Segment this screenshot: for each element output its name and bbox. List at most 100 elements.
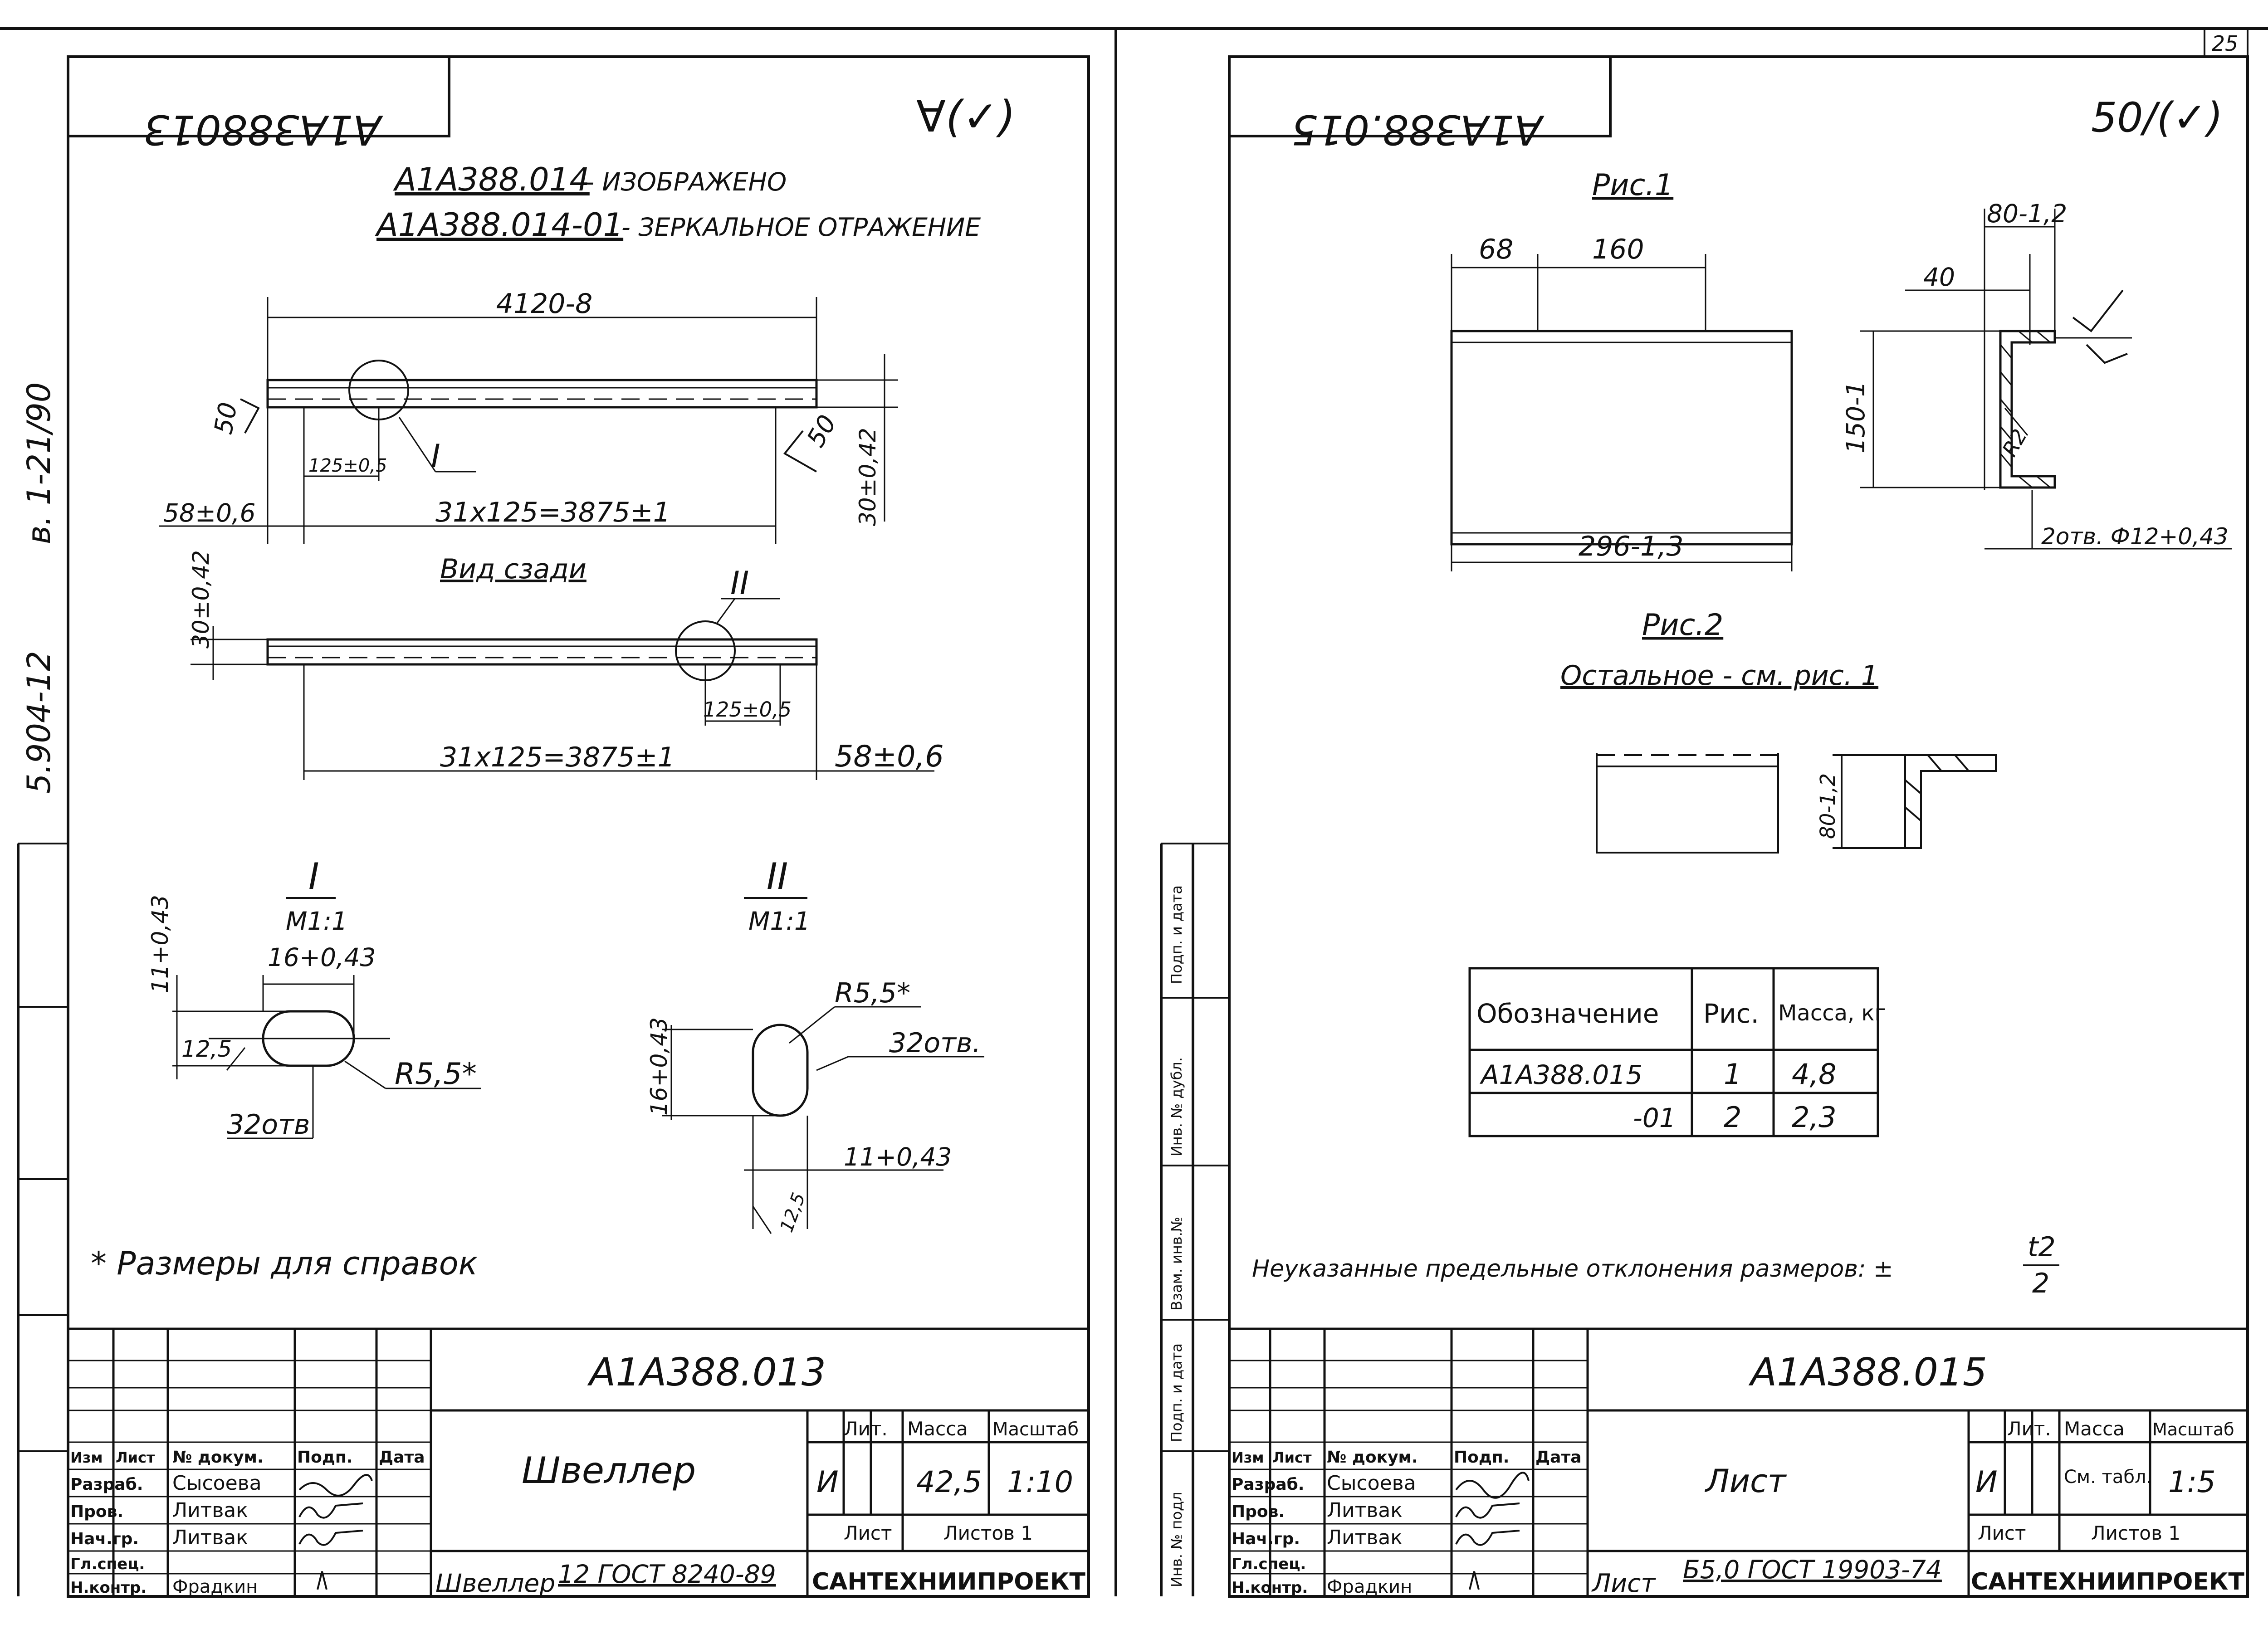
detail2-d1: 16+0,43 (646, 1017, 672, 1116)
left-tb-col-izm: Изм (70, 1449, 103, 1466)
dim-rough50b: 50 (801, 410, 842, 452)
right-tb-sheet-h: Лист (1978, 1522, 2026, 1544)
dim-w40: 40 (1923, 263, 1955, 292)
left-tb-lit-h: Лит. (844, 1418, 888, 1440)
right-note: Неуказанные предельные отклонения размер… (1252, 1255, 1893, 1283)
sheet-plan-view (1450, 254, 1793, 571)
detail2-scale: М1:1 (748, 907, 810, 936)
right-tb-material-prefix: Лист (1591, 1569, 1656, 1598)
left-tb-person-1: Литвак (172, 1499, 248, 1522)
fig2-label: Рис.2 (1642, 608, 1723, 642)
margin-label-5: Инв. № подл (1168, 1492, 1185, 1587)
dim-end: 58±0,6 (163, 498, 256, 527)
right-note-num: t2 (2028, 1231, 2056, 1263)
left-title-code-1: A1A388.014 (393, 161, 590, 198)
dim-pitch2: 125±0,5 (703, 697, 792, 722)
detail1-scale: М1:1 (286, 907, 347, 936)
detail1-slot (172, 975, 481, 1139)
left-tb-role-4: Н.контр. (70, 1579, 147, 1597)
detail1-mark: I (308, 855, 319, 897)
right-tb-org: САНТЕХНИИПРОЕКТ (1971, 1568, 2244, 1595)
detail2-d2: 11+0,43 (844, 1142, 952, 1171)
margin-label-2: Инв. № дубл. (1168, 1057, 1185, 1156)
left-title-text-2: - ЗЕРКАЛЬНОЕ ОТРАЖЕНИЕ (621, 213, 981, 242)
right-tb-col-izm: Изм (1232, 1449, 1264, 1466)
sheet-number: 25 (2212, 31, 2239, 56)
left-title-block (68, 1327, 1089, 1596)
dim-end2: 58±0,6 (835, 740, 944, 774)
dim-chain: 31x125=3875±1 (435, 497, 670, 528)
table-header-fig: Рис. (1703, 998, 1759, 1029)
right-tb-person-1: Литвак (1327, 1499, 1403, 1522)
right-tb-col-date: Дата (1535, 1448, 1582, 1467)
dim-w80: 80-1,2 (1987, 199, 2067, 228)
dim-h: 150-1 (1841, 381, 1870, 454)
left-tb-signatures (298, 1474, 373, 1590)
left-mirrored-code: A1A388013 (143, 106, 383, 153)
left-tb-person-4: Фрадкин (172, 1576, 258, 1597)
left-tb-sheets-h: Листов 1 (943, 1522, 1033, 1544)
left-tb-mass: 42,5 (916, 1465, 982, 1499)
left-note: * Размеры для справок (91, 1245, 478, 1282)
channel-rear-view (191, 598, 934, 780)
right-roughness-sign: 50/(✓) (2091, 94, 2223, 141)
fig1-label: Рис.1 (1592, 168, 1673, 202)
left-tb-col-doc: № докум. (172, 1448, 264, 1467)
mark-2: II (730, 565, 749, 602)
dim-a68: 68 (1479, 234, 1513, 265)
table-header-mass: Масса, кг (1778, 1000, 1886, 1026)
margin-label-3: Взам. инв.№ (1168, 1217, 1185, 1311)
right-tb-col-sign: Подп. (1454, 1448, 1509, 1467)
dim-height: 30±0,42 (855, 428, 881, 526)
right-note-den: 2 (2032, 1268, 2049, 1299)
detail2-holes: 32отв. (889, 1027, 981, 1059)
dim-len: 296-1,3 (1579, 531, 1684, 562)
detail2-d3: 12,5 (776, 1190, 810, 1235)
left-tb-scale-h: Масштаб (992, 1419, 1079, 1440)
dim-rough50: 50 (209, 400, 243, 436)
right-tb-col-doc: № докум. (1327, 1448, 1418, 1467)
rear-view-label: Вид сзади (440, 553, 587, 585)
fig2-views (1596, 753, 1997, 854)
sheet-section-view (1860, 209, 2232, 550)
left-tb-col-list: Лист (116, 1449, 155, 1466)
left-tb-material-prefix: Швеллер (435, 1569, 555, 1598)
dim-chain2: 31x125=3875±1 (440, 741, 675, 773)
right-tb-name: Лист (1704, 1463, 1787, 1500)
detail2-r: R5,5* (835, 977, 910, 1009)
table-row1-designation: -01 (1633, 1102, 1676, 1133)
right-tb-role-1: Пров. (1232, 1502, 1285, 1521)
mass-table (1468, 967, 1879, 1137)
table-row0-fig: 1 (1724, 1058, 1741, 1091)
margin-label-1: Подп. и дата (1168, 885, 1185, 984)
margin-label-4: Подп. и дата (1168, 1343, 1185, 1442)
left-tb-role-1: Пров. (70, 1502, 123, 1521)
right-tb-role-4: Н.контр. (1232, 1579, 1308, 1597)
left-tb-role-0: Разраб. (70, 1475, 143, 1494)
right-tb-material: Б5,0 ГОСТ 19903-74 (1683, 1555, 1942, 1584)
left-tb-role-2: Нач.гр. (70, 1530, 139, 1548)
left-tb-col-date: Дата (379, 1448, 425, 1467)
right-tb-col-list: Лист (1272, 1449, 1312, 1466)
table-header-designation: Обозначение (1476, 998, 1659, 1029)
dim-pitch: 125±0,5 (308, 455, 387, 476)
left-tb-material: 12 ГОСТ 8240-89 (558, 1560, 776, 1589)
right-tb-designation: A1A388.015 (1748, 1350, 1987, 1395)
frames (0, 27, 2268, 1598)
table-row1-fig: 2 (1724, 1101, 1741, 1134)
right-tb-role-2: Нач.гр. (1232, 1530, 1300, 1548)
side-label-1: в. 1-21/90 (20, 382, 58, 544)
left-tb-sheet-h: Лист (844, 1522, 892, 1544)
detail1-d2: 16+0,43 (268, 943, 376, 972)
side-label-2: 5.904-12 (20, 651, 58, 794)
right-tb-signatures (1455, 1472, 1530, 1590)
left-tb-lit: И (816, 1465, 839, 1499)
right-tb-sheets-h: Листов 1 (2091, 1522, 2180, 1544)
detail2-mark: II (767, 855, 788, 897)
table-row0-designation: A1A388.015 (1479, 1059, 1642, 1090)
left-tb-person-2: Литвак (172, 1526, 248, 1549)
right-tb-lit: И (1975, 1465, 1998, 1499)
detail1-d3: 12,5 (181, 1036, 232, 1062)
